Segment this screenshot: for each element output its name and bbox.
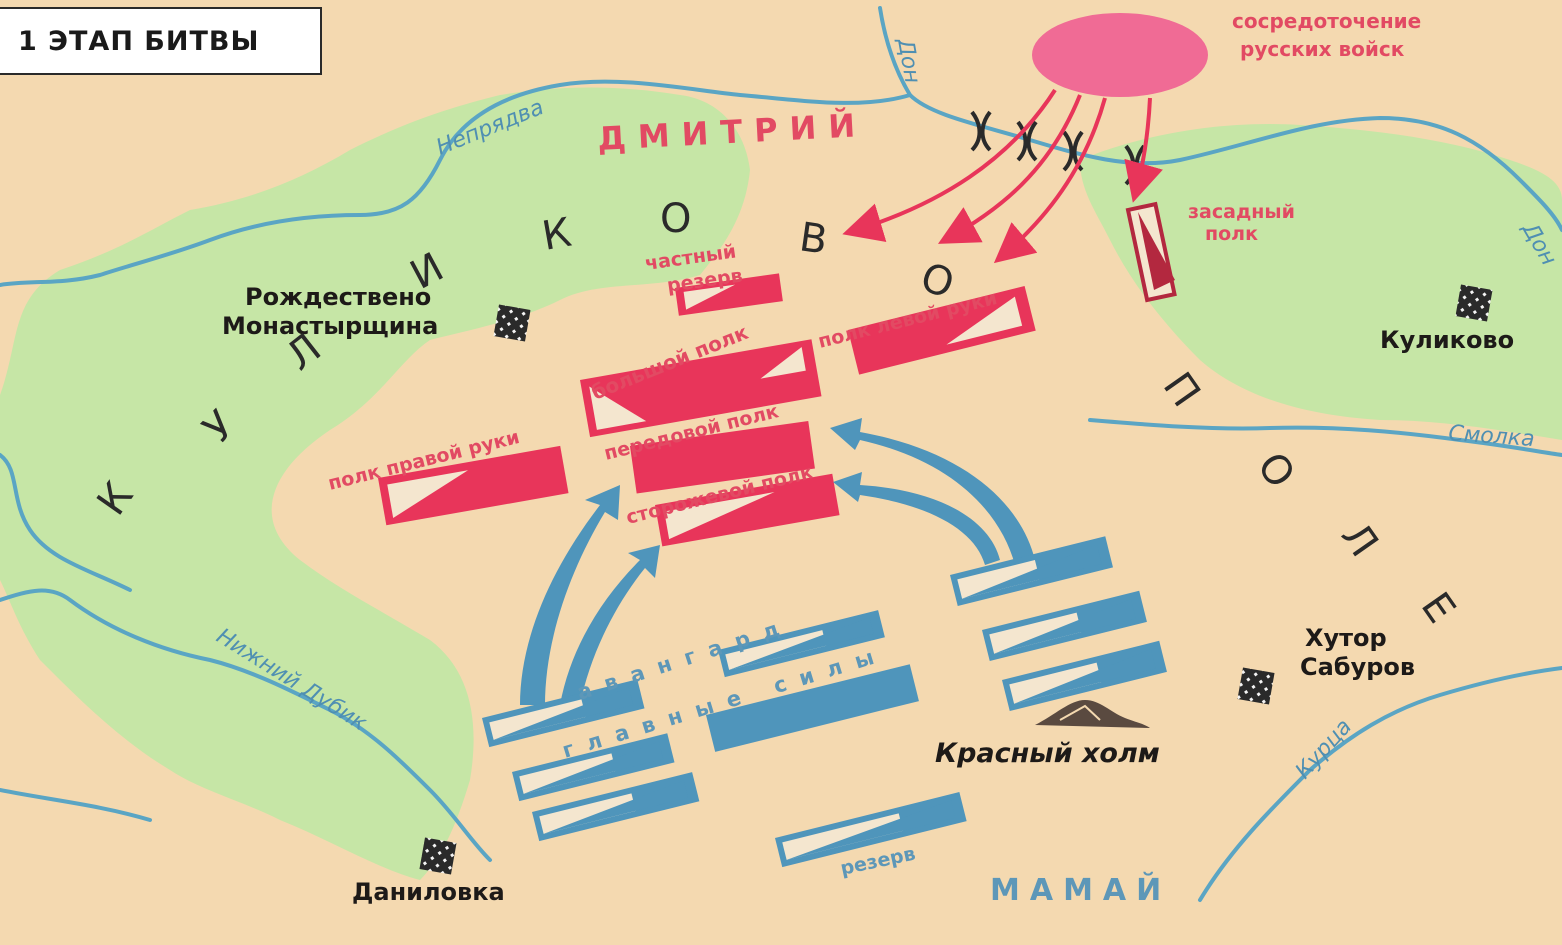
- field-letter: Е: [1412, 584, 1464, 631]
- right-hand-regiment: [378, 445, 569, 526]
- mamai-label: МАМАЙ: [990, 872, 1171, 908]
- river-west-stream: [0, 588, 492, 862]
- forest-areas: [0, 87, 1562, 880]
- attack-arrow-icon: [560, 545, 660, 705]
- river-bottom-left: [0, 788, 152, 822]
- place-rozhdestveno-1: Рождествено: [245, 283, 431, 311]
- field-letter: О: [1248, 444, 1304, 496]
- river-nepryadva: [0, 79, 912, 287]
- attack-arrow-icon: [842, 88, 1057, 242]
- village-marker-icon: [493, 304, 531, 342]
- horde-main-right-2: [1002, 640, 1167, 712]
- red-hill: Красный холм: [935, 700, 1160, 769]
- river-don: [878, 6, 1562, 232]
- village-marker-icon: [1455, 284, 1493, 322]
- horde-main-center: [706, 664, 919, 752]
- ambush-label-2: полк: [1205, 223, 1258, 245]
- village-marker-icon: [419, 837, 457, 875]
- river-kurtsa: [1198, 666, 1562, 902]
- ambush-regiment: засадный полк: [1125, 201, 1295, 303]
- rivers: [0, 6, 1562, 902]
- place-khutor-1: Хутор: [1305, 624, 1387, 652]
- russian-movement-arrows: [842, 88, 1163, 264]
- guard-regiment: [655, 473, 840, 547]
- horde-left-1: [481, 679, 645, 748]
- attack-arrow-icon: [993, 97, 1107, 264]
- attack-arrow-icon: [937, 94, 1082, 244]
- river-smolka: [1088, 418, 1562, 457]
- field-letter: П: [1154, 364, 1209, 415]
- concentration-area: [1032, 13, 1208, 97]
- field-letter: В: [797, 214, 831, 263]
- place-danilovka: Даниловка: [352, 878, 505, 906]
- map-title: 1 ЭТАП БИТВЫ: [0, 7, 322, 75]
- field-letter: Л: [1332, 514, 1387, 565]
- concentration-label-2: русских войск: [1240, 37, 1405, 61]
- place-rozhdestveno-2: Монастырщина: [222, 312, 438, 340]
- place-kulikovo: Куликово: [1380, 326, 1514, 354]
- villages: [419, 284, 1493, 875]
- place-labels: Рождествено Монастырщина Куликово Хутор …: [222, 283, 1514, 906]
- horde-avantgarde-right: [950, 536, 1113, 607]
- forest-west: [0, 87, 750, 880]
- attack-arrow-icon: [833, 472, 1000, 565]
- concentration-label-1: сосредоточение: [1232, 9, 1421, 33]
- attack-arrow-icon: [1124, 97, 1163, 203]
- russian-regiments: частный резерв большой полк полк левой р…: [326, 240, 1036, 547]
- ambush-label-1: засадный: [1188, 201, 1295, 223]
- river-label-smolka: Смолка: [1448, 421, 1536, 452]
- left-hand-regiment: [848, 285, 1036, 375]
- horde-left-3: [532, 772, 700, 842]
- russian-concentration: сосредоточение русских войск: [842, 9, 1421, 264]
- attack-arrow-icon: [520, 485, 620, 705]
- advanced-regiment: [630, 420, 815, 494]
- river-nizhny-dubik: [0, 453, 132, 592]
- horde-main-right-1: [982, 590, 1147, 662]
- field-letter: О: [660, 196, 691, 242]
- horde-forces: авангард главные силы резерв: [481, 536, 1167, 880]
- horde-avantgarde-center: [718, 610, 885, 678]
- river-label-kurtsa: Курца: [1291, 714, 1357, 784]
- river-label-don-north: Дон: [892, 36, 925, 86]
- red-hill-label: Красный холм: [935, 738, 1160, 769]
- horde-left-2: [511, 733, 675, 802]
- private-reserve: [675, 273, 783, 316]
- attack-arrow-icon: [830, 418, 1035, 565]
- horde-reserve: [775, 792, 967, 868]
- village-marker-icon: [1237, 667, 1275, 705]
- horde-advance-arrows: [520, 418, 1035, 705]
- big-regiment: [580, 339, 822, 438]
- place-khutor-2: Сабуров: [1300, 653, 1415, 681]
- forest-east: [1080, 124, 1562, 440]
- river-crossings: [970, 110, 1146, 186]
